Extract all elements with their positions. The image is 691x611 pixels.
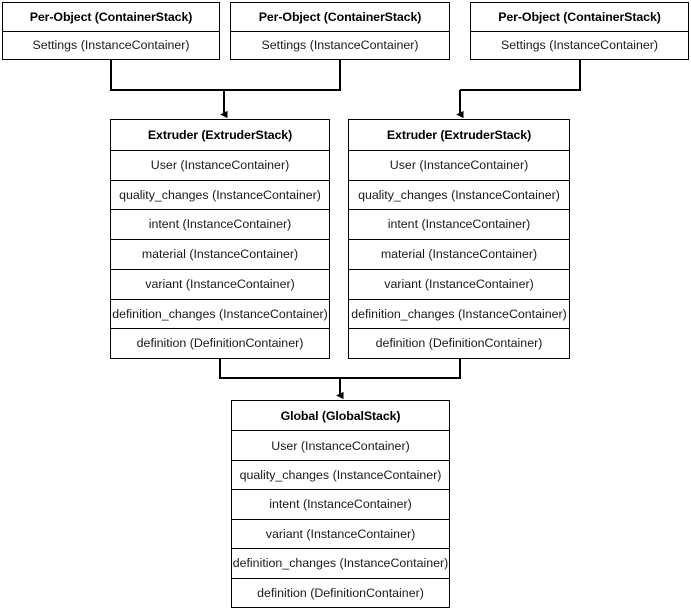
node-row: intent (InstanceContainer) <box>111 209 329 239</box>
node-row: Settings (InstanceContainer) <box>3 30 219 59</box>
edge-extruder-2-to-global <box>340 359 461 379</box>
node-row: quality_changes (InstanceContainer) <box>111 179 329 210</box>
node-row: definition_changes (InstanceContainer) <box>232 548 449 577</box>
node-extruder-2[interactable]: Extruder (ExtruderStack) User (InstanceC… <box>348 119 570 359</box>
node-row: variant (InstanceContainer) <box>232 518 449 548</box>
node-row: Settings (InstanceContainer) <box>231 30 449 59</box>
edge-extruder-1-to-global <box>219 359 340 379</box>
node-extruder-1[interactable]: Extruder (ExtruderStack) User (InstanceC… <box>110 119 330 359</box>
node-per-object-3[interactable]: Per-Object (ContainerStack) Settings (In… <box>470 2 689 60</box>
node-row: material (InstanceContainer) <box>111 239 329 269</box>
node-header: Extruder (ExtruderStack) <box>386 127 532 142</box>
node-row: quality_changes (InstanceContainer) <box>349 179 569 210</box>
node-row: material (InstanceContainer) <box>349 239 569 269</box>
node-row: intent (InstanceContainer) <box>232 489 449 518</box>
node-global[interactable]: Global (GlobalStack) User (InstanceConta… <box>231 400 450 608</box>
node-row: definition (DefinitionContainer) <box>232 577 449 607</box>
node-row: intent (InstanceContainer) <box>349 209 569 239</box>
node-row: variant (InstanceContainer) <box>111 268 329 299</box>
node-per-object-1[interactable]: Per-Object (ContainerStack) Settings (In… <box>2 2 220 60</box>
node-row: quality_changes (InstanceContainer) <box>232 459 449 489</box>
node-row: definition (DefinitionContainer) <box>349 328 569 358</box>
node-header: Per-Object (ContainerStack) <box>29 9 193 24</box>
node-row: definition_changes (InstanceContainer) <box>349 298 569 329</box>
node-header: Per-Object (ContainerStack) <box>498 9 661 24</box>
node-header: Extruder (ExtruderStack) <box>147 127 293 142</box>
edge-per-object-1-to-extruder-1 <box>110 60 224 91</box>
node-header: Per-Object (ContainerStack) <box>258 9 422 24</box>
node-row: definition_changes (InstanceContainer) <box>111 298 329 329</box>
node-row: User (InstanceContainer) <box>111 149 329 180</box>
node-row: User (InstanceContainer) <box>232 430 449 459</box>
node-row: Settings (InstanceContainer) <box>471 30 688 59</box>
node-row: definition (DefinitionContainer) <box>111 328 329 358</box>
edge-per-object-2-to-extruder-1 <box>224 60 341 91</box>
edge-per-object-3-to-extruder-2 <box>460 60 581 91</box>
node-per-object-2[interactable]: Per-Object (ContainerStack) Settings (In… <box>230 2 450 60</box>
node-row: User (InstanceContainer) <box>349 149 569 180</box>
node-row: variant (InstanceContainer) <box>349 268 569 299</box>
node-header: Global (GlobalStack) <box>280 408 401 423</box>
